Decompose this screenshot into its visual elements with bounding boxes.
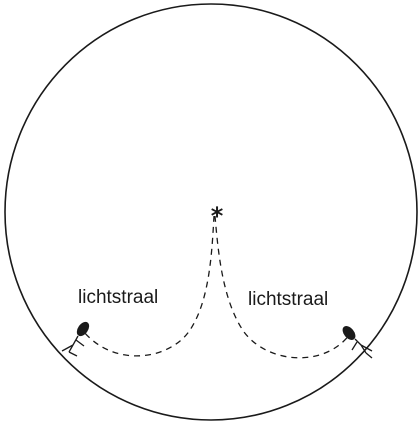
right-light-ray-label: lichtstraal [248,289,328,310]
left-light-ray-label: lichtstraal [78,287,158,308]
star-symbol: * [211,202,224,230]
left-observer-figure [62,320,92,356]
left-light-ray [84,216,214,356]
right-light-ray [215,216,350,358]
